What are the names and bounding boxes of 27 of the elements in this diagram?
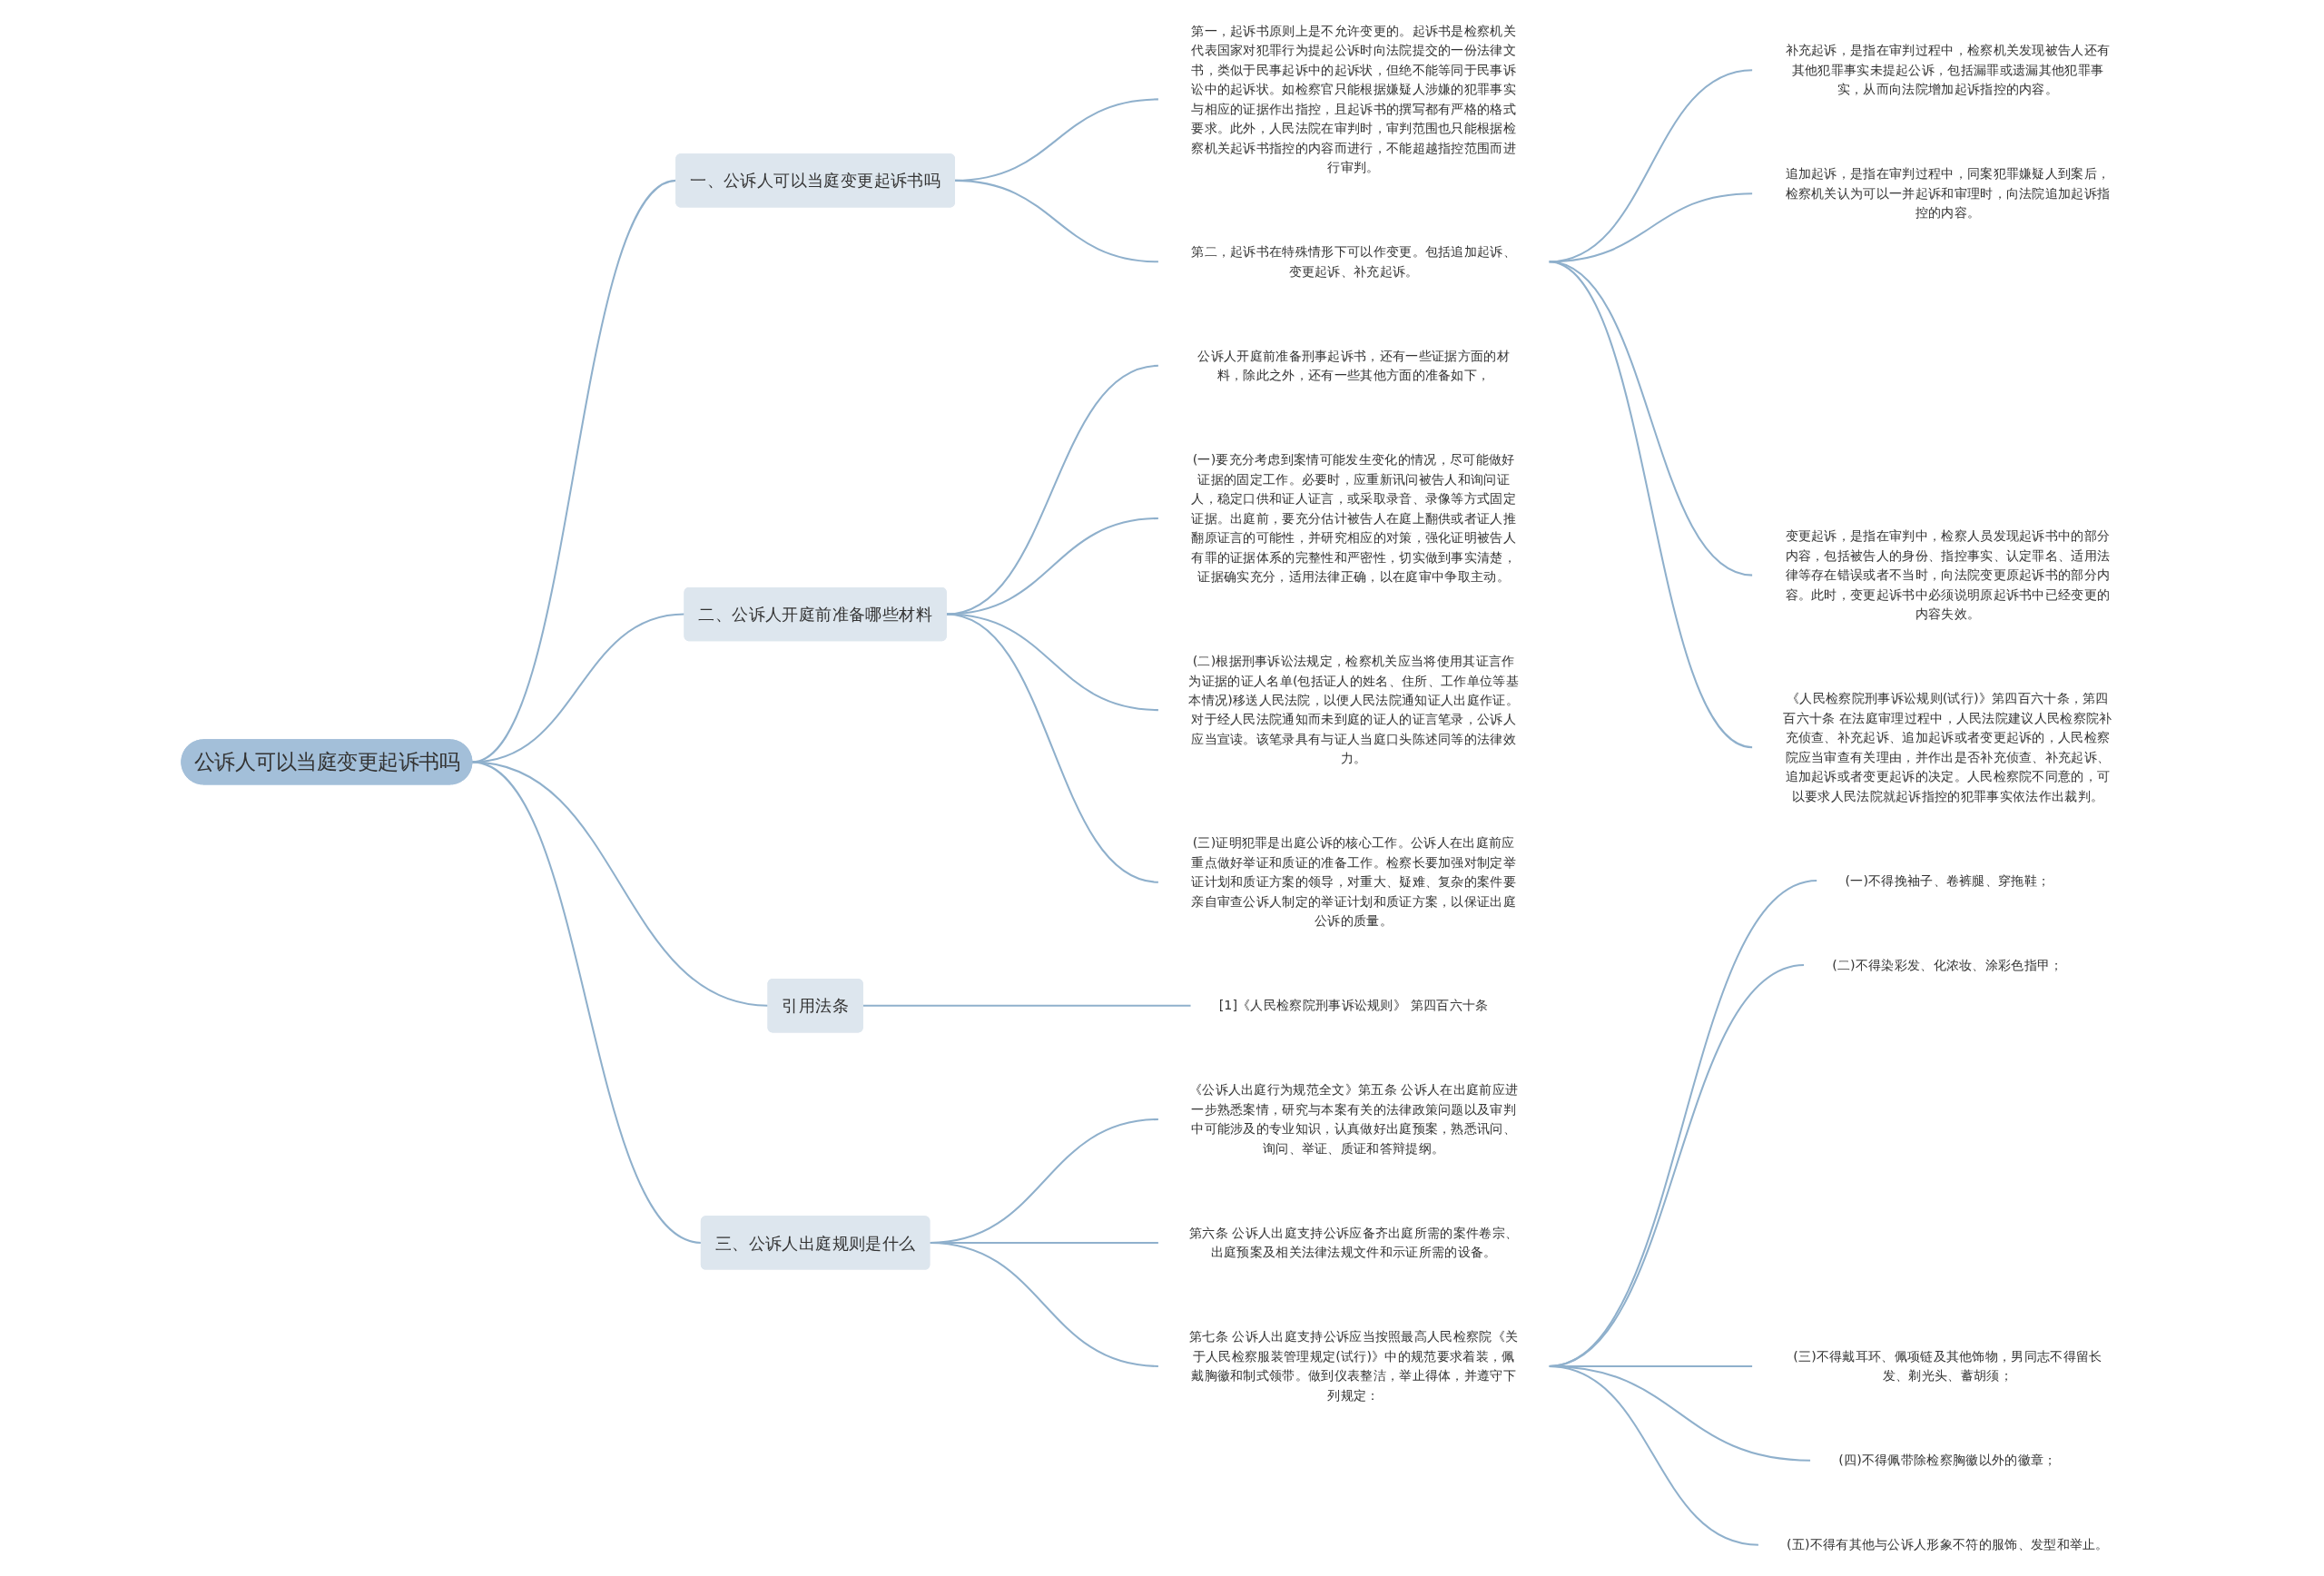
node-text: (四)不得佩带除检察胸徽以外的徽章； [1838,1453,2057,1468]
node-text: (五)不得有其他与公诉人形象不符的服饰、发型和举止。 [1787,1537,2109,1552]
node-text: 补充起诉，是指在审判过程中，检察机关发现被告人还有其他犯罪事实未提起公诉，包括漏罪或遗漏其他犯罪事实，从而向法院增加起诉指控的内容。 [1785,43,2111,97]
node-text: 第二，起诉书在特殊情形下可以作变更。包括追加起诉、变更起诉、补充起诉。 [1191,243,1517,279]
node-text: 《公诉人出庭行为规范全文》第五条 公诉人在出庭前应进一步熟悉案情，研究与本案有关的法律政策问题以及审判中可能涉及的专业知识，认真做好出庭预案，熟悉讯问、询问、举证、质证和答辩提纲。 [1188,1082,1519,1156]
node-text: 第六条 公诉人出庭支持公诉应备齐出庭所需的案件卷宗、出庭预案及相关法律法规文件和示证所需的设备。 [1188,1225,1519,1260]
node-text: 《人民检察院刑事诉讼规则(试行)》第四百六十条，第四百六十条 在法庭审理过程中，人民法院建议人民检察院补充侦查、补充起诉、追加起诉或者变更起诉的，人民检察院应当审查有关理由，并作出是否补充侦查、补充起诉、追加起诉或者变更起诉的决定。人民检察院不同意的，可以要求人民法院就起诉指控的犯罪事实依法作出裁判。 [1783,690,2112,803]
node-text: 追加起诉，是指在审判过程中，同案犯罪嫌疑人到案后，检察机关认为可以一并起诉和审理时，向法院追加起诉指控的内容。 [1785,166,2111,221]
node-text: (二)根据刑事诉讼法规定，检察机关应当将使用其证言作为证据的证人名单(包括证人的姓名、住所、工作单位等基本情况)移送人民法院，以便人民法院通知证人出庭作证。对于经人民法院通知而未到庭的证人的证言笔录，公诉人应当宣读。该笔录具有与证人当庭口头陈述同等的法律效力。 [1188,653,1519,766]
connector [946,613,1159,883]
connector [946,364,1159,616]
connector [862,1004,1192,1007]
node-text: (一)要充分考虑到案情可能发生变化的情况，尽可能做好证据的固定工作。必要时，应重新讯问被告人和询问证人，稳定口供和证人证言，或采取录音、录像等方式固定证据。出庭前，要充分估计被告人在庭上翻供或者证人推翻原证言的可能性，并研究相应的对策，强化证明被告人有罪的证据体系的完整性和严密性，切实做到事实清楚，证据确实充分，适用法律正确，以在庭审中争取主动。 [1191,451,1517,585]
node-text: 变更起诉，是指在审判中，检察人员发现起诉书中的部分内容，包括被告人的身份、指控事实、认定罪名、适用法律等存在错误或者不当时，向法院变更原起诉书的部分内容。此时，变更起诉书中必须说明原起诉书中已经变更的内容失效。 [1785,527,2111,622]
connector [946,517,1159,616]
node-text: (三)不得戴耳环、佩项链及其他饰物，男同志不得留长发、剃光头、蓄胡须； [1793,1348,2102,1384]
connector [954,179,1159,263]
node-text: (一)不得挽袖子、卷裤腿、穿拖鞋； [1845,872,2051,888]
connector [929,1241,1159,1367]
node-text: 第一，起诉书原则上是不允许变更的。起诉书是检察机关代表国家对犯罪行为提起公诉时向法院提交的一份法律文书，类似于民事起诉中的起诉状，但绝不能等同于民事诉讼中的起诉状。如检察官只能根据嫌疑人涉嫌的犯罪事实与相应的证据作出指控，且起诉书的撰写都有严格的格式要求。此外，人民法院在审判时，审判范围也只能根据检察机关起诉书指控的内容而进行，不能超越指控范围而进行审判。 [1191,23,1517,175]
connector [1548,1364,1759,1546]
node-text: [1]《人民检察院刑事诉讼规则》 第四百六十条 [1218,998,1489,1013]
node-text: (二)不得染彩发、化浓妆、涂彩色指甲； [1832,957,2063,972]
node-text: 第七条 公诉人出庭支持公诉应当按照最高人民检察院《关于人民检察服装管理规定(试行)》中的规范要求着装，佩戴胸徽和制式领带。做到仪表整洁，举止得体，并遵守下列规定： [1188,1329,1519,1403]
connector [471,761,702,1244]
node-text: (三)证明犯罪是出庭公诉的核心工作。公诉人在出庭前应重点做好举证和质证的准备工作。检察长要加强对制定举证计划和质证方案的领导，对重大、疑难、复杂的案件要亲自审查公诉人制定的举证计划和质证方案，以保证出庭公诉的质量。 [1191,835,1517,929]
node-text: 公诉人开庭前准备刑事起诉书，还有一些证据方面的材料，除此之外，还有一些其他方面的准备如下， [1197,348,1510,383]
